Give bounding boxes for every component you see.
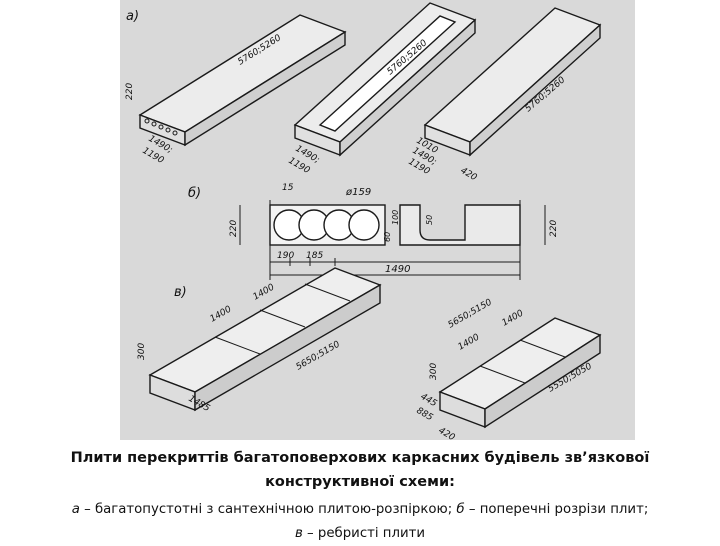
section-dimension-lines: [239, 200, 546, 280]
caption-b-letter: б: [456, 502, 465, 517]
section-d2: 185: [306, 251, 323, 261]
part-label-a: а): [126, 9, 139, 24]
caption-description: а – багатопустотні з сантехнічною плитою…: [0, 498, 720, 546]
part-label-b: б): [188, 186, 201, 201]
section-diameter: ø159: [345, 187, 371, 198]
section-total: 1490: [385, 264, 410, 275]
caption-title-line1: Плити перекриттів багатоповерхових карка…: [70, 450, 650, 466]
section-v1: 60: [383, 232, 392, 242]
rib2-height: 300: [429, 363, 439, 380]
section-gap: 15: [282, 183, 294, 193]
section-height-left: 220: [229, 220, 239, 237]
hollow-core-slab-3: [423, 7, 602, 157]
ribbed-slab-1: [148, 267, 382, 412]
hollow-core-slab-2: [293, 2, 477, 157]
caption-a-text: – багатопустотні з сантехнічною плитою-р…: [79, 502, 457, 517]
caption-title: Плити перекриттів багатоповерхових карка…: [0, 446, 720, 494]
section-v2: 100: [391, 210, 400, 225]
slab-drawing: а) б) в) 5760;5260 1490; 1190 220 5760;5…: [120, 0, 635, 440]
hollow-core-section: [269, 204, 386, 246]
caption-a-letter: а: [71, 502, 80, 517]
section-height-right: 220: [549, 220, 559, 237]
ribbed-slab-2: [438, 317, 602, 429]
caption-c-letter: в: [294, 526, 303, 541]
section-v3: 50: [425, 215, 434, 225]
part-label-c: в): [174, 285, 187, 300]
caption-b-text: – поперечні розрізи плит;: [464, 502, 649, 517]
caption-title-line2: конструктивної схеми:: [265, 474, 455, 490]
caption-line1: а – багатопустотні з сантехнічною плитою…: [0, 498, 720, 522]
hollow-core-slab-1: [138, 14, 347, 147]
caption-line2: в – ребристі плити: [0, 522, 720, 546]
slab1-height: 220: [125, 83, 135, 100]
section-d1: 190: [277, 251, 294, 261]
rib1-height: 300: [137, 343, 147, 360]
caption-c-text: – ребристі плити: [302, 526, 426, 541]
